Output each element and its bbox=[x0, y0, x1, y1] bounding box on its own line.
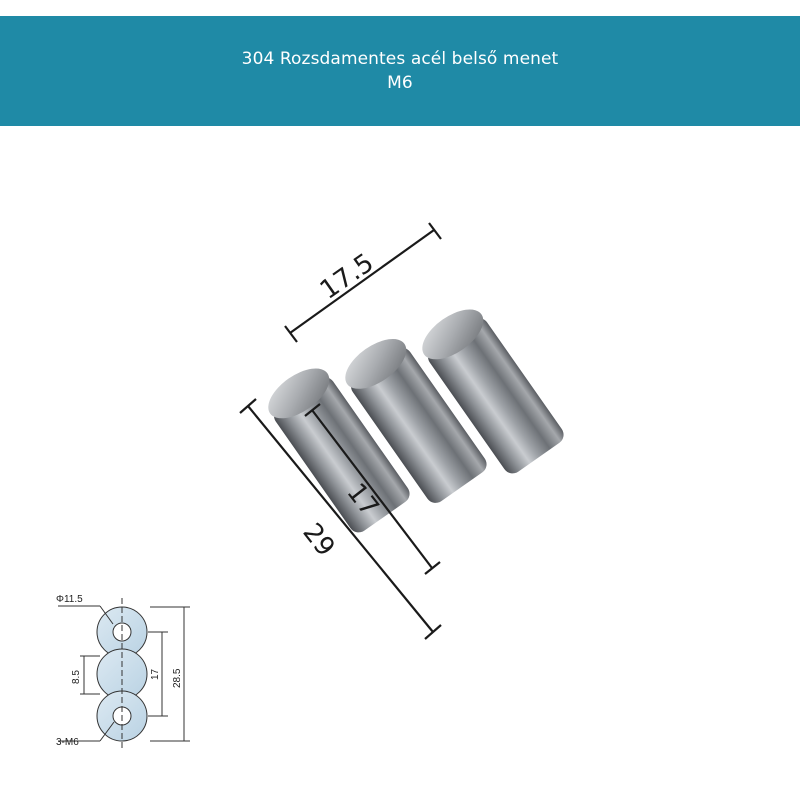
dimension-length-label: 17.5 bbox=[315, 248, 380, 306]
dimension-total-label: 29 bbox=[296, 518, 340, 563]
drawing-diameter-label: Φ11.5 bbox=[56, 594, 83, 605]
drawing-overall-label: 28.5 bbox=[172, 668, 183, 688]
dimension-length bbox=[284, 222, 442, 343]
dimension-total bbox=[239, 398, 442, 640]
spacer-cylinders bbox=[268, 309, 564, 533]
title-line-1: 304 Rozsdamentes acél belső menet bbox=[241, 49, 559, 69]
top-margin bbox=[0, 0, 800, 16]
dimension-pitch bbox=[304, 403, 441, 575]
drawing-spacing-label: 8.5 bbox=[71, 670, 82, 684]
drawing-center-label: 17 bbox=[150, 668, 161, 680]
technical-drawing bbox=[58, 598, 190, 748]
cylinder-3 bbox=[422, 309, 564, 474]
drawing-thread-label: 3-M6 bbox=[56, 737, 79, 748]
title-banner: 304 Rozsdamentes acél belső menet M6 bbox=[0, 16, 800, 126]
title-line-2: M6 bbox=[387, 73, 413, 93]
cylinder-2 bbox=[345, 338, 487, 503]
